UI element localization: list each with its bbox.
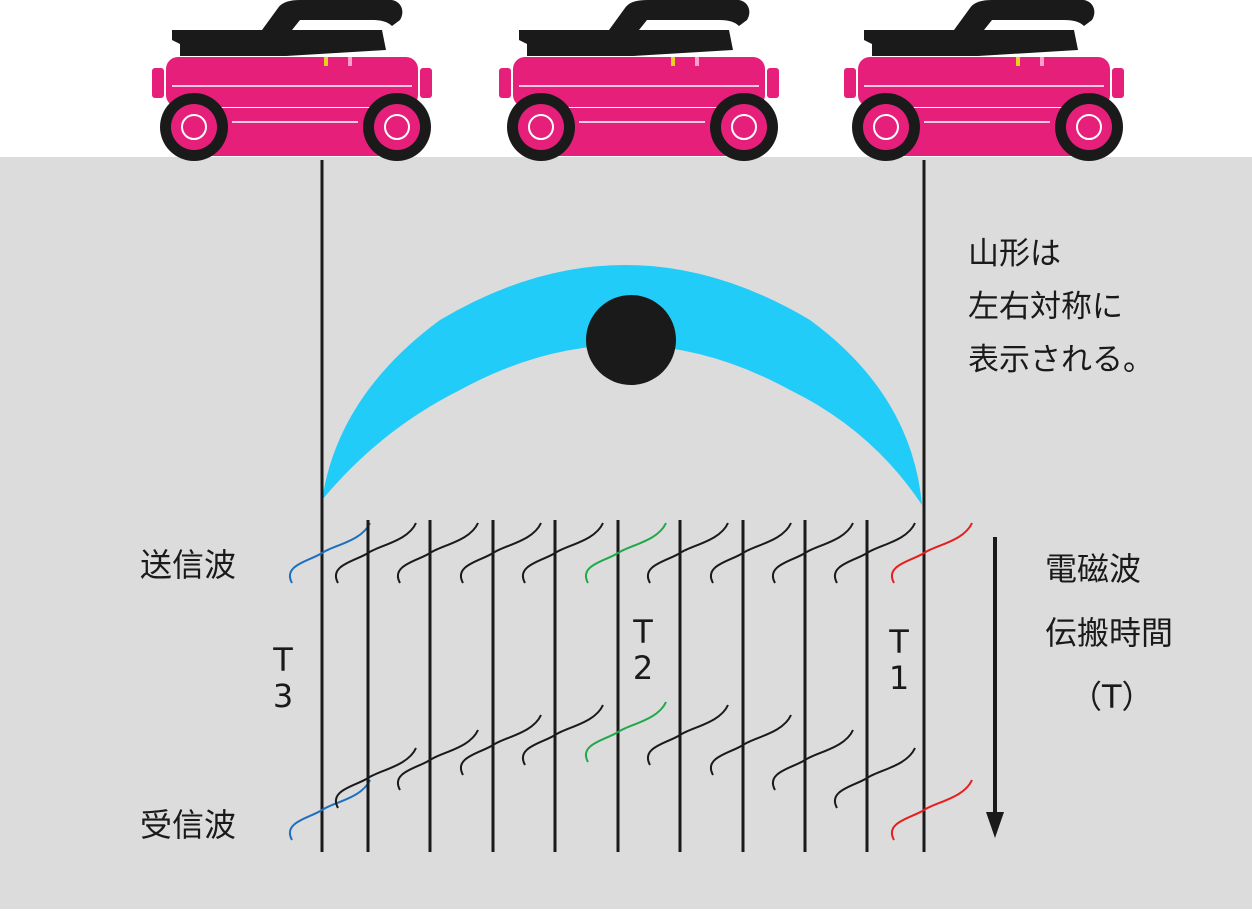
received-wavelet	[584, 701, 667, 763]
cart-bumper-left	[152, 68, 164, 98]
cart-body	[513, 57, 765, 107]
cart-body	[166, 57, 418, 107]
cart-indicator	[1040, 57, 1044, 66]
cart-hub-ring	[384, 114, 410, 140]
received-wavelet	[521, 704, 604, 766]
hyperbola-crescent	[322, 265, 922, 505]
transmitted-wavelet	[833, 522, 916, 584]
cart-indicator	[671, 57, 675, 66]
cart-bumper-right	[420, 68, 432, 98]
transmitted-wavelet	[288, 522, 371, 584]
received-wavelet	[334, 747, 417, 809]
transmitted-wavelet	[459, 522, 542, 584]
transmitted-wave-label: 送信波	[140, 546, 237, 584]
cart-hub	[171, 104, 217, 150]
cart-base	[892, 108, 1076, 156]
cart-handle	[519, 0, 750, 56]
cart-indicator	[1016, 57, 1020, 66]
cart-group	[152, 0, 1124, 161]
gpr-cart-icon	[152, 0, 432, 161]
transmitted-wavelet	[396, 522, 479, 584]
gpr-cart-icon	[844, 0, 1124, 161]
gpr-cart-icon	[499, 0, 779, 161]
received-wavelet	[890, 779, 973, 841]
transmitted-wavelet	[890, 522, 973, 584]
cart-hub	[518, 104, 564, 150]
cart-base	[547, 108, 731, 156]
trace-group	[288, 160, 973, 852]
cart-hub	[863, 104, 909, 150]
received-wavelet	[771, 729, 854, 791]
received-wave-label: 受信波	[140, 806, 237, 844]
received-wavelet	[396, 729, 479, 791]
transmitted-wavelet	[709, 522, 792, 584]
cart-bumper-left	[844, 68, 856, 98]
t1-label: T 1	[888, 623, 910, 697]
cart-body	[858, 57, 1110, 107]
cart-bumper-right	[767, 68, 779, 98]
cart-bumper-right	[1112, 68, 1124, 98]
cart-indicator	[348, 57, 352, 66]
cart-hub	[1066, 104, 1112, 150]
cart-hub-ring	[1076, 114, 1102, 140]
cart-hub	[374, 104, 420, 150]
cart-hub	[721, 104, 767, 150]
propagation-time-label: 伝搬時間	[1045, 614, 1174, 652]
transmitted-wavelet	[521, 522, 604, 584]
received-wavelet	[833, 747, 916, 809]
buried-object-icon	[586, 295, 676, 385]
cart-indicator	[324, 57, 328, 66]
cart-base	[200, 108, 384, 156]
cart-handle	[864, 0, 1095, 56]
t-symbol-label: （T）	[1070, 678, 1154, 716]
t2-label: T 2	[632, 613, 654, 687]
cart-hub-ring	[528, 114, 554, 140]
transmitted-wavelet	[771, 522, 854, 584]
transmitted-wavelet	[584, 522, 667, 584]
down-arrow-icon	[986, 537, 1004, 838]
symmetry-note: 山形は 左右対称に 表示される。	[968, 236, 1154, 378]
cart-handle	[172, 0, 403, 56]
cart-hub-ring	[731, 114, 757, 140]
received-wavelet	[459, 714, 542, 776]
received-wavelet	[709, 714, 792, 776]
cart-bumper-left	[499, 68, 511, 98]
received-wavelet	[288, 779, 371, 841]
cart-hub-ring	[873, 114, 899, 140]
cart-indicator	[695, 57, 699, 66]
t3-label: T 3	[272, 641, 294, 715]
em-wave-label: 電磁波	[1045, 550, 1142, 588]
transmitted-wavelet	[646, 522, 729, 584]
arrow-head	[986, 812, 1004, 838]
received-wavelet	[646, 704, 729, 766]
hyperbola-group	[322, 265, 922, 505]
cart-hub-ring	[181, 114, 207, 140]
transmitted-wavelet	[334, 522, 417, 584]
